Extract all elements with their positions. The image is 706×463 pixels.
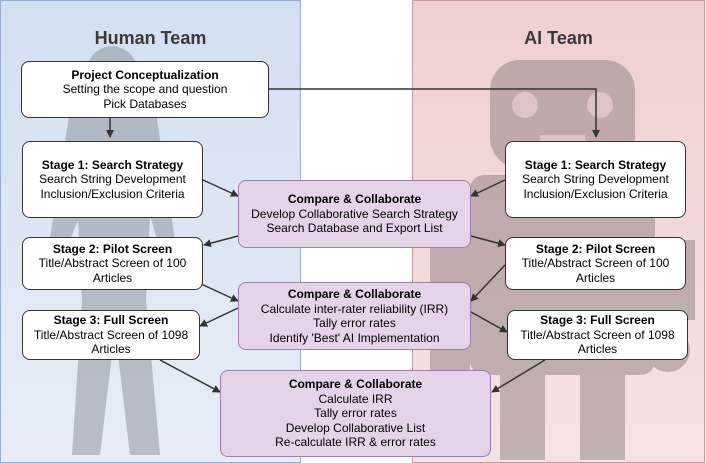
ai-stage1-box: Stage 1: Search Strategy Search String D… bbox=[505, 141, 686, 218]
compare-2-line: Identify 'Best' AI Implementation bbox=[269, 330, 440, 345]
arrow-ai3-to-compare3 bbox=[491, 359, 546, 393]
ai-stage2-line: Articles bbox=[575, 270, 616, 285]
arrow-human1-to-compare1 bbox=[202, 179, 239, 197]
arrow-project-to-ai bbox=[268, 88, 600, 138]
ai-stage3-line: Title/Abstract Screen of 1098 bbox=[520, 327, 675, 342]
ai-stage1-line: Inclusion/Exclusion Criteria bbox=[523, 186, 668, 201]
human-stage3-title: Stage 3: Full Screen bbox=[53, 313, 169, 328]
compare-box-2: Compare & Collaborate Calculate inter-ra… bbox=[238, 282, 471, 350]
ai-team-title: AI Team bbox=[524, 28, 593, 48]
arrow-compare2-to-ai3 bbox=[470, 311, 508, 333]
compare-box-1: Compare & Collaborate Develop Collaborat… bbox=[238, 180, 471, 248]
compare-3-line: Tally error rates bbox=[314, 406, 397, 421]
arrow-compare2-to-human3 bbox=[199, 307, 239, 327]
compare-2-line: Calculate inter-rater reliability (IRR) bbox=[260, 301, 449, 316]
human-team-title: Human Team bbox=[94, 28, 207, 48]
project-conceptualization-box: Project Conceptualization Setting the sc… bbox=[21, 61, 269, 118]
human-stage1-title: Stage 1: Search Strategy bbox=[41, 157, 184, 172]
ai-stage1-title: Stage 1: Search Strategy bbox=[524, 157, 667, 172]
compare-3-line: Calculate IRR bbox=[318, 391, 393, 406]
compare-3-line: Re-calculate IRR & error rates bbox=[275, 435, 436, 450]
project-title: Project Conceptualization bbox=[71, 67, 219, 82]
arrow-compare1-to-human2 bbox=[203, 235, 239, 248]
human-stage3-box: Stage 3: Full Screen Title/Abstract Scre… bbox=[22, 310, 200, 360]
arrow-compare1-to-ai2 bbox=[470, 235, 506, 248]
project-line: Pick Databases bbox=[103, 96, 187, 111]
compare-box-3: Compare & Collaborate Calculate IRR Tall… bbox=[220, 370, 491, 457]
ai-stage2-line: Title/Abstract Screen of 100 bbox=[521, 256, 670, 271]
project-line: Setting the scope and question bbox=[62, 82, 228, 97]
compare-3-line: Develop Collaborative List bbox=[285, 420, 426, 435]
arrow-ai2-to-compare2 bbox=[470, 264, 506, 302]
human-stage2-title: Stage 2: Pilot Screen bbox=[52, 241, 173, 256]
ai-stage3-box: Stage 3: Full Screen Title/Abstract Scre… bbox=[507, 310, 688, 360]
ai-stage2-title: Stage 2: Pilot Screen bbox=[535, 241, 656, 256]
human-stage1-line: Search String Development bbox=[39, 172, 186, 187]
human-stage2-line: Articles bbox=[92, 270, 133, 285]
ai-stage3-title: Stage 3: Full Screen bbox=[540, 313, 655, 328]
compare-1-line: Search Database and Export List bbox=[266, 221, 443, 236]
human-stage3-line: Articles bbox=[91, 342, 131, 357]
ai-stage1-line: Search String Development bbox=[522, 172, 669, 187]
arrow-ai1-to-compare1 bbox=[470, 179, 506, 197]
compare-1-title: Compare & Collaborate bbox=[287, 192, 422, 207]
ai-stage2-box: Stage 2: Pilot Screen Title/Abstract Scr… bbox=[505, 237, 686, 290]
compare-1-line: Develop Collaborative Search Strategy bbox=[251, 206, 458, 221]
human-stage2-box: Stage 2: Pilot Screen Title/Abstract Scr… bbox=[22, 237, 203, 290]
human-stage1-box: Stage 1: Search Strategy Search String D… bbox=[22, 141, 203, 218]
compare-2-line: Tally error rates bbox=[313, 316, 396, 330]
compare-2-title: Compare & Collaborate bbox=[287, 287, 422, 301]
human-stage3-line: Title/Abstract Screen of 1098 bbox=[33, 327, 189, 342]
human-stage2-line: Title/Abstract Screen of 100 bbox=[38, 256, 187, 271]
human-stage1-line: Inclusion/Exclusion Criteria bbox=[40, 186, 185, 201]
ai-stage3-line: Articles bbox=[577, 342, 618, 357]
compare-3-title: Compare & Collaborate bbox=[288, 377, 423, 392]
arrow-human3-to-compare3 bbox=[159, 359, 221, 393]
